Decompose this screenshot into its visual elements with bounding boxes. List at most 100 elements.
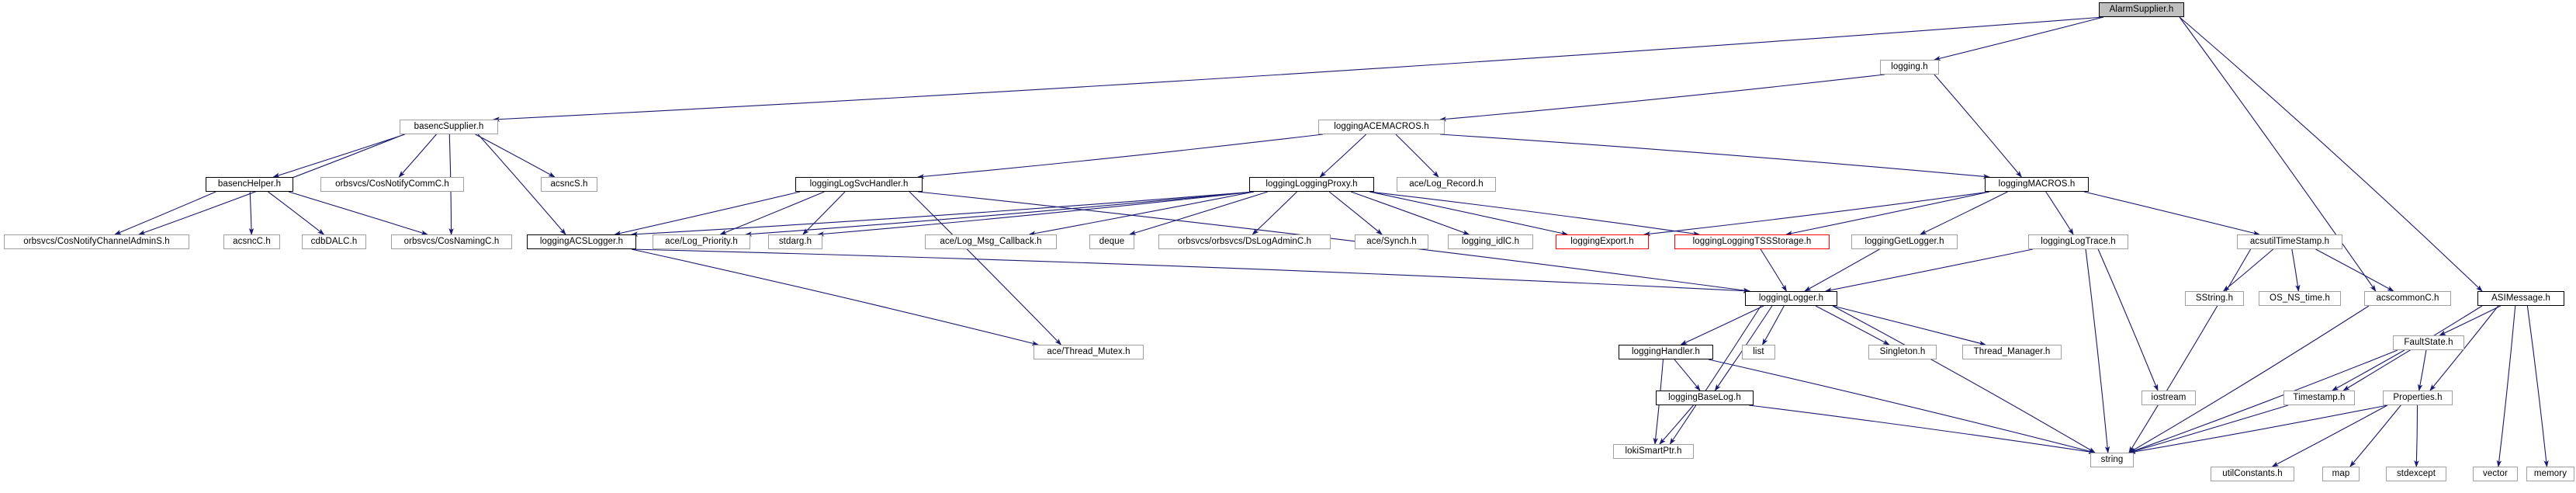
graph-node-orbsvcs-orbsvcs-dslogadminc-h[interactable]: orbsvcs/orbsvcs/DsLogAdminC.h (1158, 234, 1331, 249)
graph-node-loggingacslogger-h[interactable]: loggingACSLogger.h (527, 234, 636, 249)
graph-node-logginglogsvchandler-h[interactable]: loggingLogSvcHandler.h (795, 177, 923, 192)
graph-node-timestamp-h[interactable]: Timestamp.h (2283, 391, 2355, 405)
edge-n4-to-n13 (268, 191, 325, 235)
graph-node-loggingexport-h[interactable]: loggingExport.h (1556, 234, 1649, 249)
graph-node-map[interactable]: map (2322, 467, 2360, 481)
edge-n41-to-n44 (2128, 404, 2388, 454)
edge-n4-to-n12 (248, 191, 254, 235)
graph-node-logginggetlogger-h[interactable]: loggingGetLogger.h (1851, 234, 1958, 249)
edge-n8-to-n19 (1129, 191, 1269, 235)
edge-n31-to-n44 (2128, 305, 2370, 453)
edge-n35-to-n44 (1708, 359, 2096, 454)
edge-n8-to-n22 (1351, 191, 1470, 235)
graph-node-alarmsupplier-h[interactable]: AlarmSupplier.h (2099, 2, 2184, 17)
edge-n8-to-n23 (1369, 191, 1569, 236)
edge-n26-to-n44 (2085, 248, 2110, 453)
graph-node-utilconstants-h[interactable]: utilConstants.h (2211, 467, 2294, 481)
edge-n0-to-n1 (1934, 16, 2104, 61)
edge-n28-to-n35 (1680, 305, 1764, 345)
edge-n28-to-n44 (1832, 305, 2096, 453)
edge-n8-to-n16 (745, 191, 1255, 237)
graph-node-iostream[interactable]: iostream (2141, 391, 2196, 405)
edge-n42-to-n43 (1659, 404, 1694, 445)
graph-node-thread-manager-h[interactable]: Thread_Manager.h (1962, 345, 2062, 359)
graph-node-properties-h[interactable]: Properties.h (2383, 391, 2453, 405)
edge-n28-to-n36 (1762, 305, 1785, 345)
edge-n7-to-n15 (614, 191, 801, 236)
edge-n7-to-n17 (802, 191, 846, 235)
edge-n4-to-n11 (114, 191, 216, 235)
edge-n0-to-n31 (2179, 16, 2377, 292)
graph-node-sstring-h[interactable]: SString.h (2185, 291, 2244, 306)
graph-node-basenchelper-h[interactable]: basencHelper.h (206, 177, 293, 192)
graph-node-loggingloggingproxy-h[interactable]: loggingLoggingProxy.h (1249, 177, 1374, 192)
graph-node-os-ns-time-h[interactable]: OS_NS_time.h (2259, 291, 2341, 306)
graph-node-basencsupplier-h[interactable]: basencSupplier.h (400, 120, 498, 134)
graph-node-string[interactable]: string (2090, 453, 2134, 467)
edge-n3-to-n7 (917, 134, 1324, 179)
graph-node-ace-thread-mutex-h[interactable]: ace/Thread_Mutex.h (1034, 345, 1144, 359)
graph-node-acsncc-h[interactable]: acsncC.h (223, 234, 280, 249)
edge-n10-to-n27 (2083, 191, 2260, 236)
graph-node-ace-synch-h[interactable]: ace/Synch.h (1355, 234, 1428, 249)
edge-n25-to-n28 (1804, 248, 1880, 292)
edge-n27-to-n30 (2291, 248, 2301, 292)
edge-n41-to-n47 (2414, 404, 2419, 467)
edge-n33-to-n40 (2332, 349, 2405, 391)
graph-node-deque[interactable]: deque (1089, 234, 1134, 249)
graph-node-stdarg-h[interactable]: stdarg.h (768, 234, 822, 249)
graph-node-vector[interactable]: vector (2473, 467, 2518, 481)
graph-node-orbsvcs-cosnotifychanneladmins-h[interactable]: orbsvcs/CosNotifyChannelAdminS.h (4, 234, 189, 249)
edge-n4-to-n14 (288, 191, 428, 235)
edge-n8-to-n15 (631, 191, 1255, 237)
edge-n3-to-n10 (1439, 134, 1990, 179)
graph-node-orbsvcs-cosnamingc-h[interactable]: orbsvcs/CosNamingC.h (391, 234, 512, 249)
edge-n32-to-n41 (2429, 305, 2499, 391)
graph-node-singleton-h[interactable]: Singleton.h (1868, 345, 1937, 359)
graph-node-acsncs-h[interactable]: acsncS.h (541, 177, 597, 192)
edge-n7-to-n16 (719, 191, 825, 235)
edge-n35-to-n42 (1674, 359, 1701, 391)
edge-n7-to-n28 (917, 191, 1750, 293)
graph-node-logginglogtrace-h[interactable]: loggingLogTrace.h (2028, 234, 2128, 249)
graph-node-loggingloggingtssstorage-h[interactable]: loggingLoggingTSSStorage.h (1674, 234, 1830, 249)
graph-node-loggingacemacros-h[interactable]: loggingACEMACROS.h (1318, 120, 1445, 134)
graph-node-cdbdalc-h[interactable]: cdbDALC.h (302, 234, 366, 249)
edge-n2-to-n4 (272, 134, 406, 178)
graph-node-lokismartptr-h[interactable]: lokiSmartPtr.h (1613, 444, 1694, 459)
graph-node-faultstate-h[interactable]: FaultState.h (2393, 335, 2464, 350)
edge-n28-to-n37 (1815, 305, 1890, 345)
graph-node-loggingmacros-h[interactable]: loggingMACROS.h (1985, 177, 2089, 192)
graph-node-ace-log-msg-callback-h[interactable]: ace/Log_Msg_Callback.h (925, 234, 1057, 249)
graph-node-list[interactable]: list (1742, 345, 1775, 359)
edge-n40-to-n44 (2128, 404, 2289, 453)
graph-node-ace-log-record-h[interactable]: ace/Log_Record.h (1397, 177, 1496, 192)
graph-node-loggingbaselog-h[interactable]: loggingBaseLog.h (1656, 391, 1754, 405)
edge-n42-to-n44 (1748, 404, 2096, 454)
edge-n28-to-n43 (1669, 305, 1761, 445)
edge-n33-to-n41 (2418, 349, 2427, 391)
graph-node-memory[interactable]: memory (2526, 467, 2574, 481)
graph-node-logging-idlc-h[interactable]: logging_idlC.h (1448, 234, 1533, 249)
edge-n8-to-n17 (817, 191, 1255, 237)
edge-n26-to-n28 (1824, 248, 2034, 293)
graph-node-orbsvcs-cosnotifycommc-h[interactable]: orbsvcs/CosNotifyCommC.h (320, 177, 464, 192)
edge-n32-to-n49 (2526, 305, 2549, 467)
edge-n8-to-n18 (1028, 191, 1255, 236)
edge-n3-to-n9 (1395, 134, 1439, 178)
edge-n0-to-n2 (493, 16, 2104, 122)
graph-node-ace-log-priority-h[interactable]: ace/Log_Priority.h (653, 234, 750, 249)
edge-n10-to-n23 (1643, 191, 1990, 237)
edge-n8-to-n21 (1328, 191, 1383, 235)
graph-node-logginglogger-h[interactable]: loggingLogger.h (1745, 291, 1837, 306)
edge-n2-to-n6 (475, 134, 556, 178)
graph-node-acscommonc-h[interactable]: acscommonC.h (2364, 291, 2451, 306)
graph-node-asimessage-h[interactable]: ASIMessage.h (2477, 291, 2564, 306)
edge-n28-to-n38 (1832, 305, 1986, 346)
graph-node-acsutiltimestamp-h[interactable]: acsutilTimeStamp.h (2237, 234, 2342, 249)
graph-node-stdexcept[interactable]: stdexcept (2386, 467, 2446, 481)
graph-node-logginghandler-h[interactable]: loggingHandler.h (1619, 345, 1713, 359)
graph-node-logging-h[interactable]: logging.h (1880, 60, 1939, 75)
